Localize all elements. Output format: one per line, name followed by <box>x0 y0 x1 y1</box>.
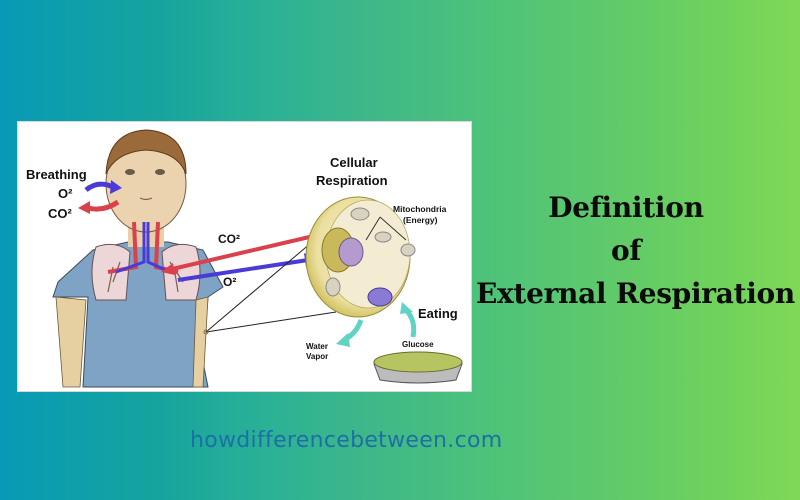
breathing-label: Breathing <box>26 167 87 182</box>
eating-label: Eating <box>418 306 458 321</box>
cellular-respiration-title-line1: Cellular <box>330 155 378 170</box>
energy-label: (Energy) <box>403 215 438 225</box>
co2-exhale-arrow <box>87 199 120 212</box>
eating-arrow <box>404 308 417 338</box>
pie-icon <box>373 351 463 384</box>
respiration-illustration: Breathing O² CO² Cellular Respiration Mi… <box>17 121 472 392</box>
title-line-3: External Respiration <box>476 277 795 310</box>
site-watermark: howdifferencebetween.com <box>190 428 503 453</box>
illustration-graphic <box>52 129 463 388</box>
o2-breathing-label: O² <box>58 186 73 201</box>
cellular-respiration-title-line2: Respiration <box>316 173 388 188</box>
o2-exchange-label: O² <box>223 275 237 289</box>
cell-diagram <box>305 196 416 318</box>
o2-inhale-arrow <box>84 181 115 192</box>
water-vapor-label-line1: Water <box>306 342 328 351</box>
co2-breathing-label: CO² <box>48 206 72 221</box>
title-line-2: of <box>610 234 642 267</box>
co2-exchange-label: CO² <box>218 232 240 246</box>
co2-exchange-arrow <box>167 233 319 272</box>
water-vapor-label-line2: Vapor <box>306 352 329 361</box>
title-line-1: Definition <box>548 191 704 224</box>
glucose-label: Glucose <box>402 340 434 349</box>
mitochondria-label: Mitochondria <box>393 204 447 214</box>
page-title: Definition of External Respiration <box>476 186 795 315</box>
